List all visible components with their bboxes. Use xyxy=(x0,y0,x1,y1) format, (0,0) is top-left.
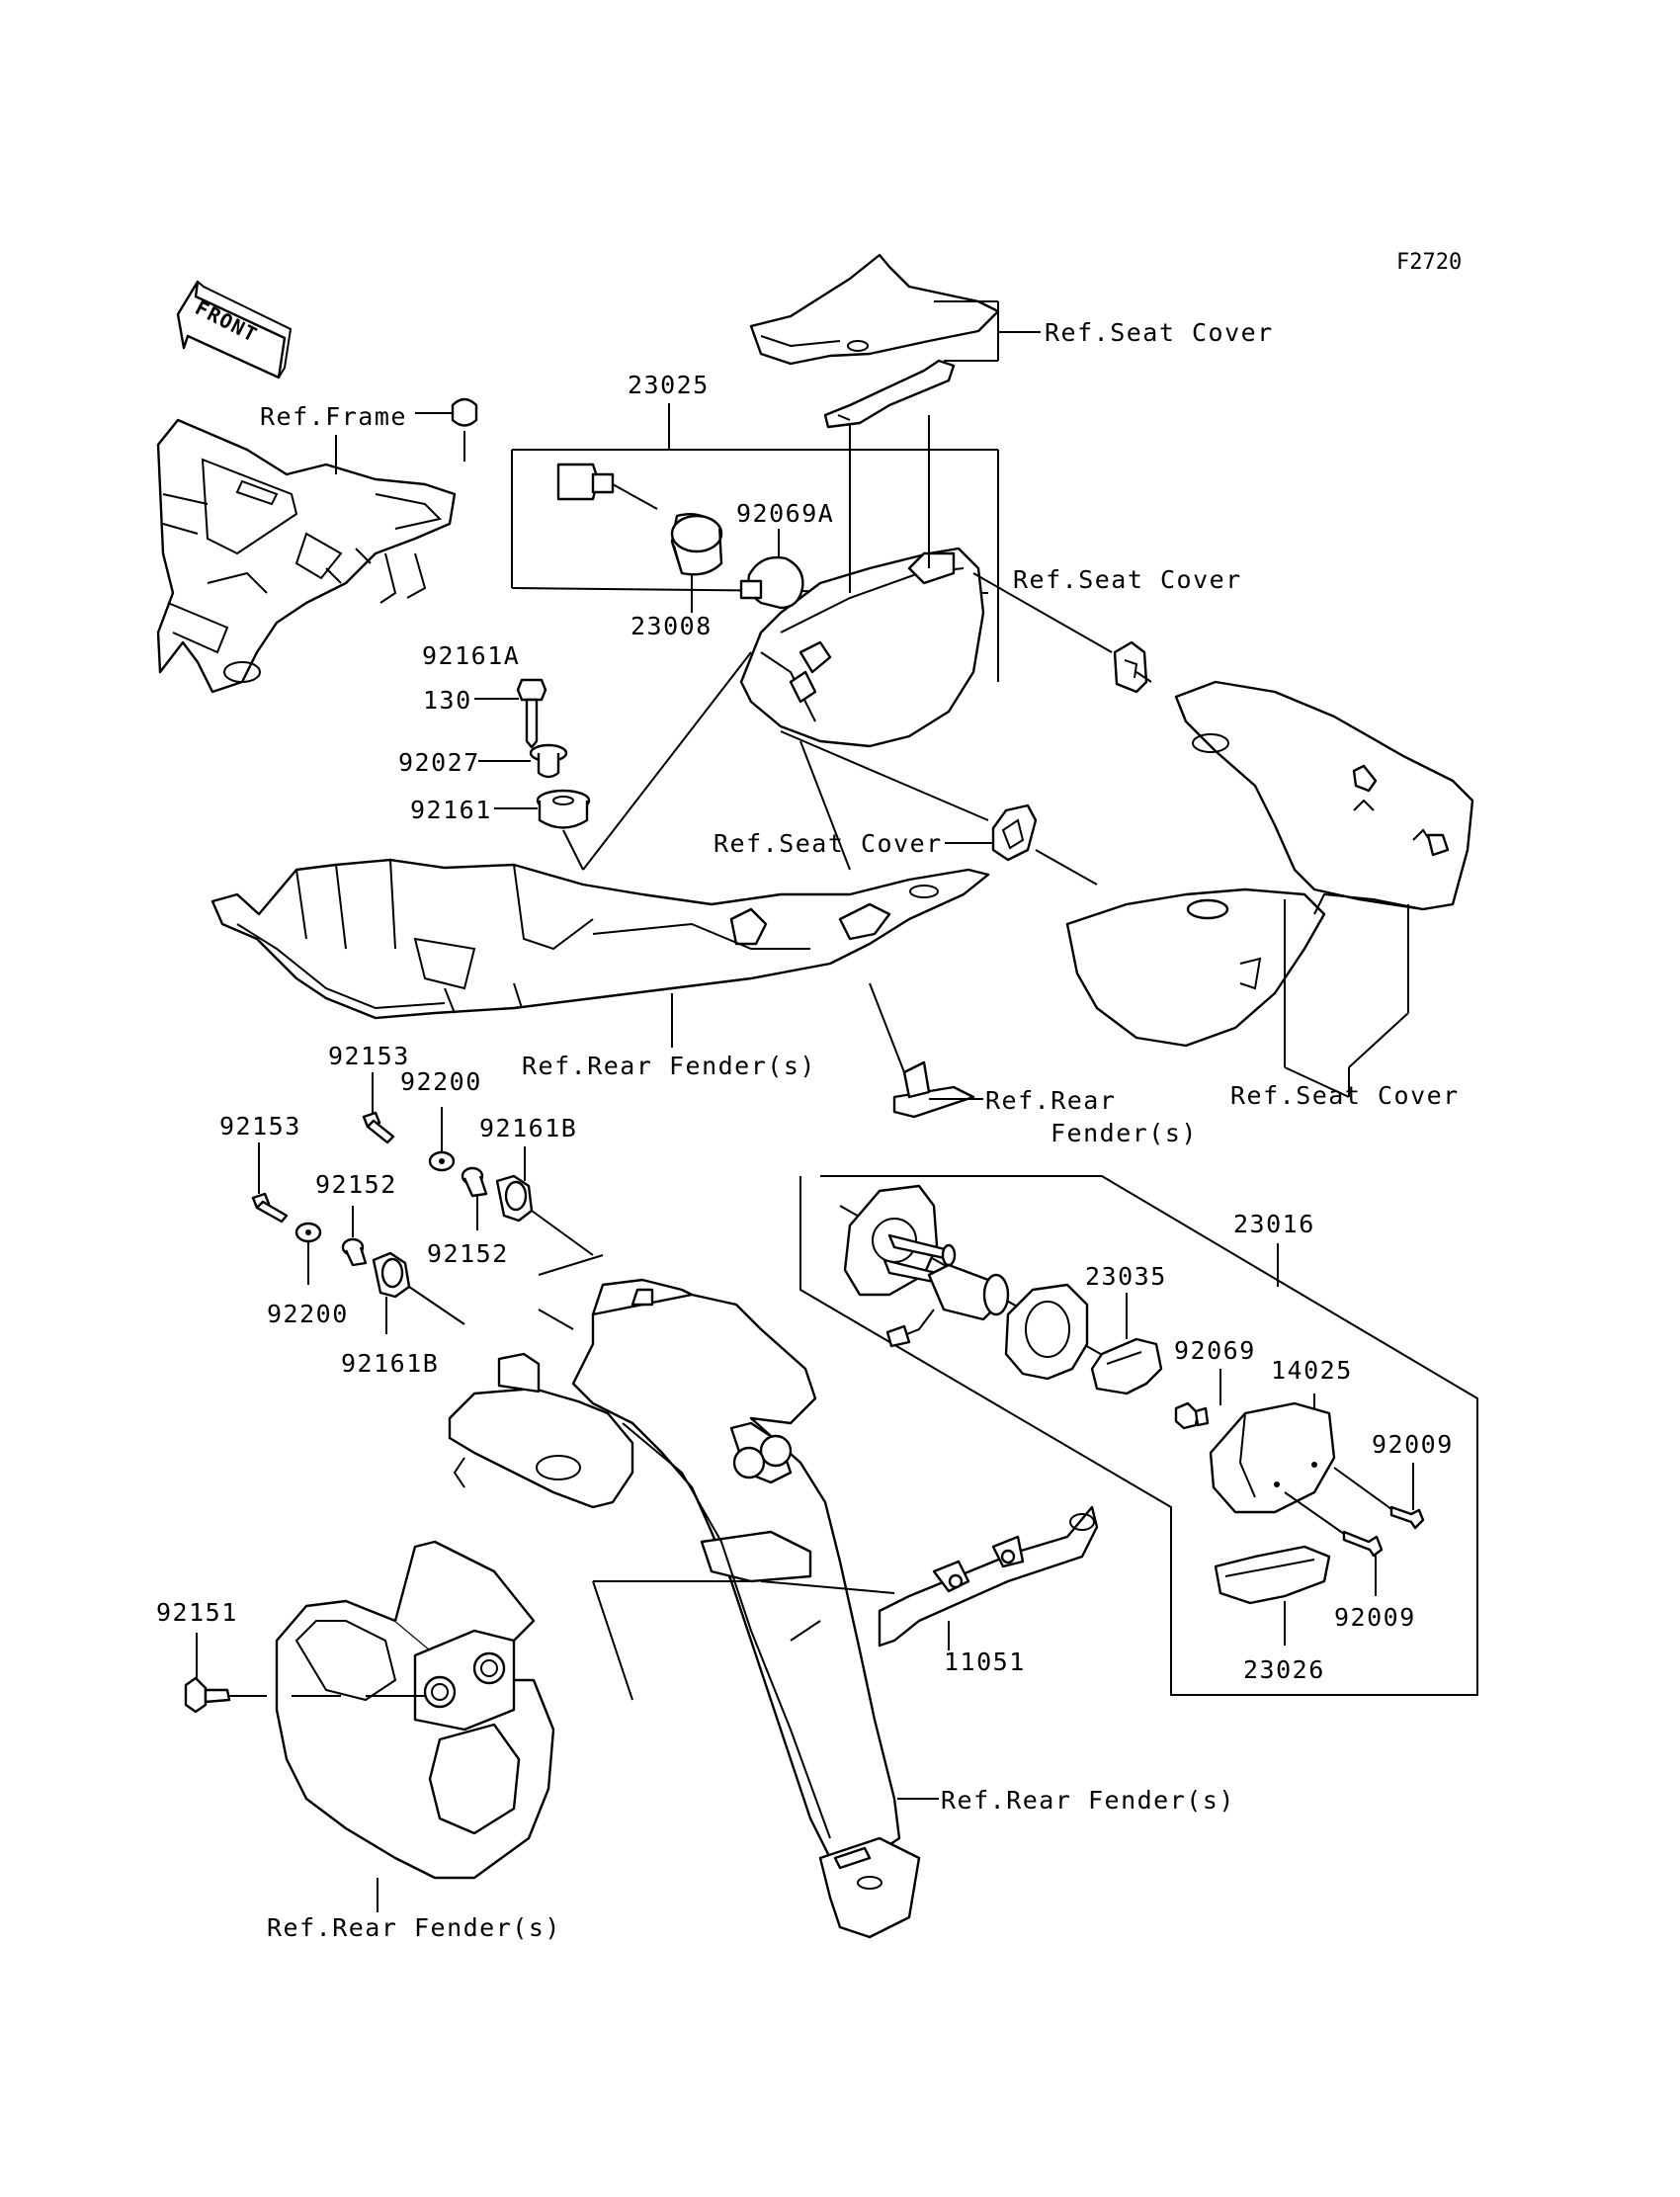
grommet-part-c xyxy=(372,1251,411,1299)
label-14025: 14025 xyxy=(1271,1356,1353,1385)
rear-fender-lower-part xyxy=(448,1278,921,1939)
label-ref-rear-fender-bottom: Ref.Rear Fender(s) xyxy=(267,1913,561,1942)
label-92153-b: 92153 xyxy=(219,1112,301,1141)
label-ref-seat-cover-top: Ref.Seat Cover xyxy=(1045,318,1274,347)
flange-bolt-part xyxy=(184,1676,231,1714)
label-92161A: 92161A xyxy=(422,641,520,670)
label-92009-b: 92009 xyxy=(1334,1603,1416,1632)
label-92069: 92069 xyxy=(1174,1336,1256,1365)
reflector-part xyxy=(1214,1545,1331,1605)
lens-cover-part xyxy=(1209,1401,1336,1514)
label-ref-seat-cover-mid: Ref.Seat Cover xyxy=(1013,565,1242,594)
screw-part-a xyxy=(362,1111,395,1144)
label-92152-b: 92152 xyxy=(427,1239,509,1268)
label-ref-frame: Ref.Frame xyxy=(260,402,407,431)
lamp-clip-part xyxy=(1090,1337,1163,1395)
label-ref-rear-fender-mid: Ref.Rear Fender(s) xyxy=(522,1052,816,1080)
rear-fender-mid-part xyxy=(210,858,990,1020)
grommet-cap-part xyxy=(451,397,478,427)
lamp-socket-part xyxy=(885,1263,1010,1348)
label-ref-seat-cover-right: Ref.Seat Cover xyxy=(1230,1081,1460,1110)
label-11051: 11051 xyxy=(944,1648,1026,1676)
seat-cover-clip-center-part xyxy=(991,803,1038,862)
label-130: 130 xyxy=(423,686,472,715)
label-ref-rear-line1: Ref.Rear xyxy=(985,1086,1116,1115)
front-arrow-icon: FRONT xyxy=(176,280,293,380)
grommet-part xyxy=(536,789,591,829)
screw-part-b xyxy=(251,1192,289,1224)
seat-cover-top-part xyxy=(749,253,1000,429)
label-92009-a: 92009 xyxy=(1372,1430,1454,1459)
rear-fender-shroud-part xyxy=(275,1540,555,1880)
license-bracket-part xyxy=(878,1505,1099,1648)
label-92027: 92027 xyxy=(398,748,480,777)
label-23035: 23035 xyxy=(1085,1262,1167,1291)
label-92161: 92161 xyxy=(410,796,492,824)
figure-code: F2720 xyxy=(1396,250,1462,275)
label-92151: 92151 xyxy=(156,1598,238,1627)
label-ref-rear-fender-lower: Ref.Rear Fender(s) xyxy=(941,1786,1235,1815)
bulb-part xyxy=(739,555,804,610)
tail-light-housing-part xyxy=(739,547,985,748)
label-92069A: 92069A xyxy=(736,499,834,528)
label-23008: 23008 xyxy=(630,612,713,640)
bolt-part xyxy=(516,678,547,749)
label-ref-rear-line2: Fender(s) xyxy=(1050,1119,1198,1147)
label-23025: 23025 xyxy=(628,371,710,399)
collar-part-a xyxy=(461,1166,488,1198)
grommet-part-b xyxy=(495,1174,534,1223)
washer-part-b xyxy=(294,1222,322,1243)
seat-cover-clip-part xyxy=(1113,640,1148,694)
label-92161B-a: 92161B xyxy=(479,1114,577,1142)
label-ref-seat-cover-center: Ref.Seat Cover xyxy=(714,829,943,858)
label-92152-a: 92152 xyxy=(315,1170,397,1199)
lamp-ring-part xyxy=(1004,1283,1089,1381)
collar-part xyxy=(529,743,568,779)
screw-part-d xyxy=(1342,1530,1384,1558)
label-92161B-b: 92161B xyxy=(341,1349,439,1378)
washer-part-a xyxy=(428,1150,456,1172)
label-23026: 23026 xyxy=(1243,1655,1325,1684)
collar-part-b xyxy=(341,1237,368,1267)
label-92200-a: 92200 xyxy=(400,1067,482,1096)
label-92153-a: 92153 xyxy=(328,1042,410,1070)
socket-part xyxy=(556,463,723,576)
lamp-base-part xyxy=(843,1184,957,1297)
screw-part-c xyxy=(1389,1505,1425,1530)
seat-cover-right-part xyxy=(1065,680,1474,1048)
small-bulb-part xyxy=(1174,1401,1210,1430)
label-92200-b: 92200 xyxy=(267,1300,349,1328)
rear-fender-bracket-part xyxy=(892,1060,975,1119)
frame-part xyxy=(156,418,457,694)
label-23016: 23016 xyxy=(1233,1210,1315,1238)
